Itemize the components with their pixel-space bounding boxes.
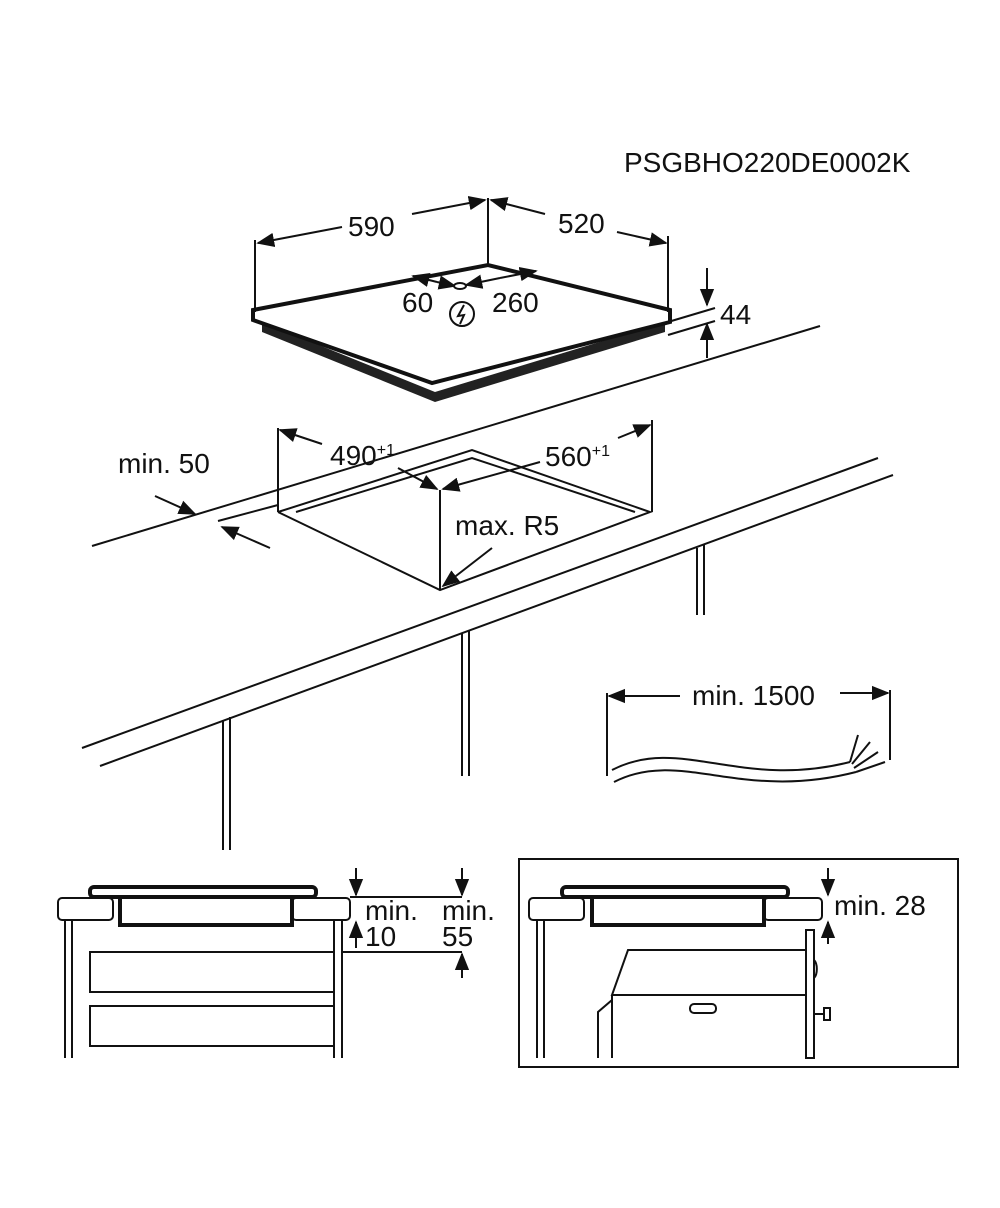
- cutout-width-label: 490+1: [330, 440, 395, 471]
- corner-radius-label: max. R5: [455, 510, 559, 541]
- countertop-drawing: 490+1 560+1 max. R5 min. 50: [81, 325, 894, 850]
- connection-left-label: 60: [402, 287, 433, 318]
- cable-length-label: min. 1500: [692, 680, 815, 711]
- gap-a-prefix: min.: [365, 895, 418, 926]
- gap-b-value: 55: [442, 921, 473, 952]
- hob-width-label: 590: [348, 211, 395, 242]
- connection-right-label: 260: [492, 287, 539, 318]
- gap-b-prefix: min.: [442, 895, 495, 926]
- gap-a-value: 10: [365, 921, 396, 952]
- cable-drawing: min. 1500: [606, 680, 891, 783]
- section-drawers-drawing: min. 10 min. 55: [57, 868, 495, 1058]
- product-code: PSGBHO220DE0002K: [624, 147, 911, 178]
- electric-hazard-icon: [449, 301, 475, 327]
- hob-drawing: 590 520 60 260 44: [251, 195, 751, 402]
- cutout-depth-label: 560+1: [545, 441, 610, 472]
- hob-height-label: 44: [720, 299, 751, 330]
- oven-gap-label: min. 28: [834, 890, 926, 921]
- section-oven-drawing: min. 28: [518, 858, 959, 1068]
- hob-depth-label: 520: [558, 208, 605, 239]
- edge-distance-label: min. 50: [118, 448, 210, 479]
